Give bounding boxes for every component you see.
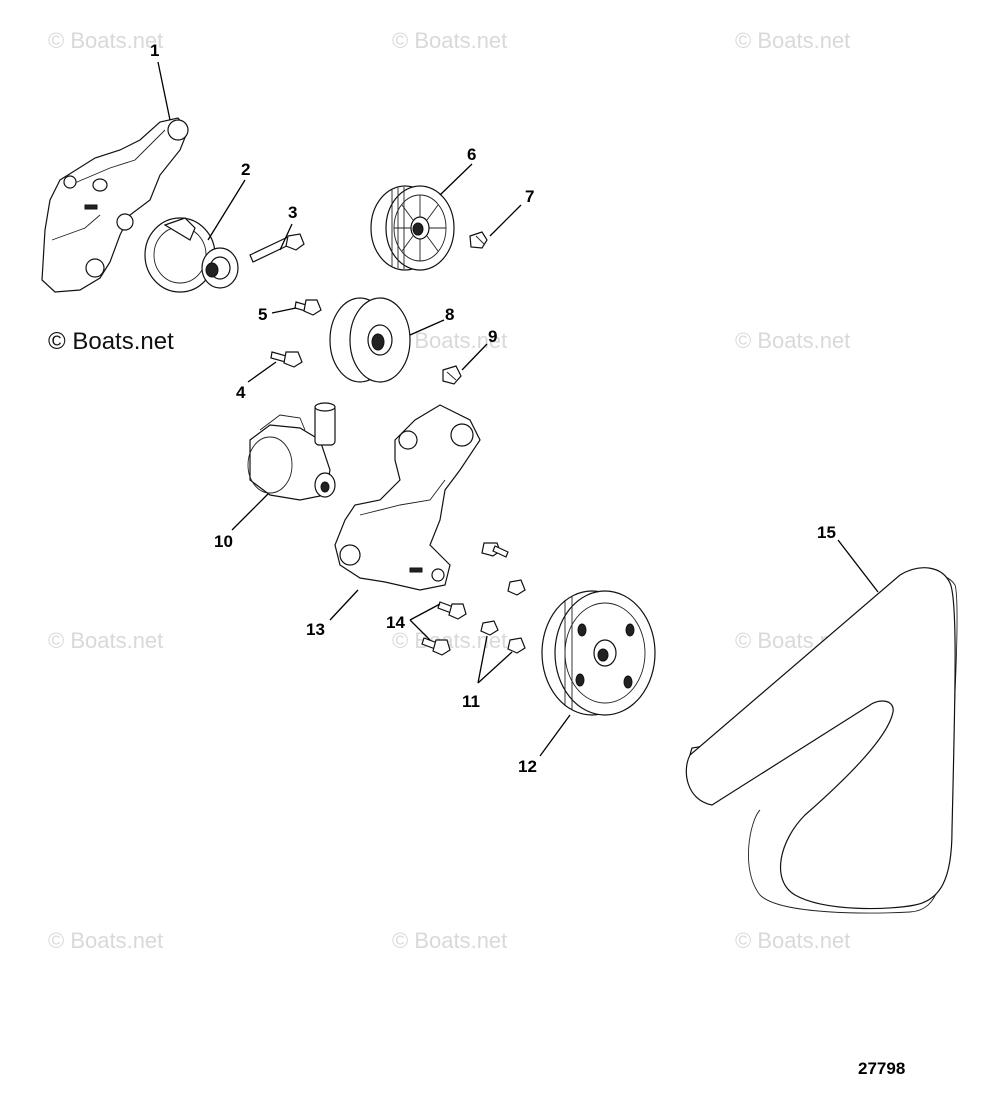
callout-10: 10	[214, 532, 233, 551]
watermark-grid: © Boats.net © Boats.net © Boats.net © Bo…	[48, 28, 850, 953]
part-13-mounting-bracket	[334, 404, 481, 591]
watermark-text: © Boats.net	[392, 28, 507, 53]
part-4-bolt	[270, 351, 303, 368]
watermark-text: © Boats.net	[735, 928, 850, 953]
figure-number: 27798	[858, 1059, 905, 1078]
callout-labels: 1 2 3 4 5 6 7 8 9 10 11 12 13 14 15	[150, 41, 836, 776]
part-14-bolts	[421, 601, 467, 656]
watermark-text: © Boats.net	[735, 28, 850, 53]
part-12-crank-pulley	[541, 590, 656, 716]
callout-9: 9	[488, 327, 497, 346]
part-11-bolts	[480, 542, 526, 654]
callout-2: 2	[241, 160, 250, 179]
watermark-text: © Boats.net	[48, 28, 163, 53]
callout-3: 3	[288, 203, 297, 222]
part-8-idler-pulley	[329, 297, 411, 383]
callout-7: 7	[525, 187, 534, 206]
part-9-bolt	[442, 365, 462, 385]
watermark-text: © Boats.net	[392, 928, 507, 953]
part-5-bolt	[294, 299, 322, 316]
watermark-text: © Boats.net	[392, 328, 507, 353]
callout-15: 15	[817, 523, 836, 542]
callout-1: 1	[150, 41, 159, 60]
watermark-text: © Boats.net	[48, 928, 163, 953]
part-7-bolt	[469, 231, 488, 249]
callout-5: 5	[258, 305, 267, 324]
watermark-text: © Boats.net	[48, 628, 163, 653]
callout-12: 12	[518, 757, 537, 776]
callout-8: 8	[445, 305, 454, 324]
watermark-prominent: © Boats.net	[48, 328, 174, 355]
callout-11: 11	[462, 692, 480, 711]
leader-lines	[157, 61, 879, 757]
part-1-tensioner-bracket	[41, 117, 189, 293]
callout-13: 13	[306, 620, 325, 639]
part-6-grooved-pulley	[370, 185, 455, 271]
part-3-long-bolt	[249, 233, 305, 263]
watermark-text: © Boats.net	[735, 328, 850, 353]
callout-6: 6	[467, 145, 476, 164]
callout-4: 4	[236, 383, 246, 402]
callout-14: 14	[386, 613, 405, 632]
part-10-power-steering-pump	[247, 402, 336, 501]
part-2-tensioner	[144, 217, 239, 293]
part-15-serpentine-belt	[685, 567, 958, 914]
